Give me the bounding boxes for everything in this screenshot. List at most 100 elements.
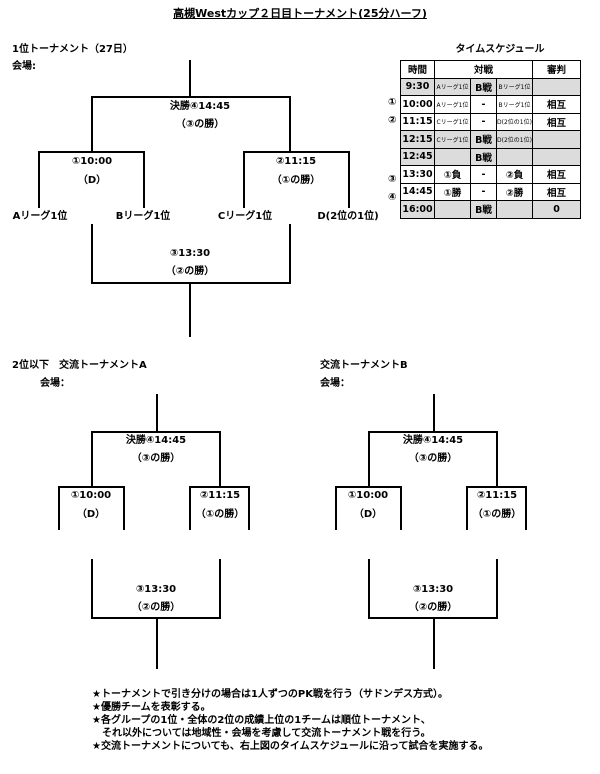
note-line: ★交流トーナメントについても、右上図のタイムスケジュールに沿って試合を実施する。 [92,741,489,752]
row-team-a: Aリーグ1位 [434,95,471,114]
row-team-b: Bリーグ1位 [496,95,533,114]
bracket-heading: 2位以下 交流トーナメントA [12,360,147,371]
final-time: 決勝④14:45 [169,101,231,112]
bracket-line [243,151,349,153]
final-sub: （③の勝） [131,453,181,464]
row-time: 11:15 [400,112,435,131]
row-mid: B戦 [470,147,497,166]
bracket-line [156,617,158,669]
header-time: 時間 [400,60,435,79]
third-time: ③13:30 [135,584,177,595]
row-mark: ④ [388,192,397,203]
venue-label: 会場: [12,61,36,72]
team-b: Bリーグ1位 [115,211,171,222]
row-ref: 相互 [531,165,582,184]
match-2-time: ②11:15 [275,156,317,167]
row-team-b: ②勝 [496,182,533,201]
bracket-line [243,151,245,208]
match-1-sub: （D） [77,175,107,186]
final-sub: （③の勝） [175,119,225,130]
header-referee: 審判 [531,60,582,79]
row-mid: - [470,112,497,131]
row-team-a: Aリーグ1位 [434,77,471,96]
schedule-row: 9:30 Aリーグ1位 B戦 Bリーグ1位 [400,77,582,96]
bracket-line [91,431,221,433]
row-mid: B戦 [470,77,497,96]
bracket-line [219,431,221,487]
row-ref [531,130,582,149]
schedule-row: 16:00 B戦 0 [400,200,582,219]
row-time: 13:30 [400,165,435,184]
bracket-line [189,486,191,530]
bracket-line [189,486,250,488]
row-mid: - [470,95,497,114]
row-ref [531,77,582,96]
row-time: 14:45 [400,182,435,201]
row-time: 12:45 [400,147,435,166]
row-mid: - [470,182,497,201]
schedule-row: 14:45 ①勝 - ②勝 相互 [400,182,582,201]
third-time: ③13:30 [412,584,454,595]
bracket-line [368,559,370,618]
bracket-line [525,486,527,530]
bracket-line [189,282,191,337]
third-sub: （②の勝） [165,266,215,277]
third-time: ③13:30 [169,248,211,259]
bracket-line [91,559,93,618]
venue-label: 会場： [40,378,70,389]
bracket-line [466,486,468,530]
row-team-a: ①勝 [434,182,471,201]
team-d: D(2位の1位) [317,211,379,222]
row-time: 16:00 [400,200,435,219]
match-1-time: ①10:00 [347,490,389,501]
bracket-line [123,486,125,530]
bracket-line [91,224,93,283]
match-1-time: ①10:00 [70,490,112,501]
row-mid: B戦 [470,200,497,219]
header-match: 対戦 [434,60,533,79]
row-ref: 相互 [531,182,582,201]
final-time: 決勝④14:45 [125,435,187,446]
row-team-a [434,200,471,219]
final-sub: （③の勝） [408,453,458,464]
bracket-line [400,486,402,530]
bracket-line [433,394,435,432]
row-mark: ③ [388,174,397,185]
schedule-row: 12:15 Cリーグ1位 B戦 D(2位の1位) [400,130,582,149]
bracket-line [91,96,93,152]
row-team-b: D(2位の1位) [496,130,533,149]
notes: ★トーナメントで引き分けの場合は1人ずつのPK戦を行う（サドンデス方式）。 ★優… [92,688,488,753]
bracket-heading: 交流トーナメントB [320,360,408,371]
row-team-b [496,200,533,219]
bracket-line [219,559,221,618]
note-line: ★トーナメントで引き分けの場合は1人ずつのPK戦を行う（サドンデス方式）。 [92,689,449,700]
schedule-title: タイムスケジュール [455,44,545,55]
note-line: ★優勝チームを表彰する。 [92,702,211,713]
match-1-sub: （D） [353,509,383,520]
team-a: Aリーグ1位 [12,211,68,222]
row-mid: - [470,165,497,184]
third-sub: （②の勝） [131,602,181,613]
row-mark: ② [388,115,397,126]
bracket-line [38,151,145,153]
bracket-line [289,224,291,283]
row-mid: B戦 [470,130,497,149]
bracket-line [289,96,291,152]
row-time: 9:30 [400,77,435,96]
schedule-table: 時間 対戦 審判 9:30 Aリーグ1位 B戦 Bリーグ1位 10:00 Aリー… [400,60,582,219]
row-team-b: D(2位の1位) [496,112,533,131]
final-time: 決勝④14:45 [402,435,464,446]
row-team-a: Cリーグ1位 [434,130,471,149]
row-ref: 0 [531,200,582,219]
schedule-row: 11:15 Cリーグ1位 - D(2位の1位) 相互 [400,112,582,131]
third-sub: （②の勝） [408,602,458,613]
match-2-sub: （①の勝） [472,509,522,520]
team-c: Cリーグ1位 [217,211,273,222]
row-ref [531,147,582,166]
schedule-row: 13:30 ①負 - ②負 相互 [400,165,582,184]
schedule-row: 10:00 Aリーグ1位 - Bリーグ1位 相互 [400,95,582,114]
match-2-time: ②11:15 [476,490,518,501]
bracket-line [91,282,291,284]
row-time: 12:15 [400,130,435,149]
row-time: 10:00 [400,95,435,114]
